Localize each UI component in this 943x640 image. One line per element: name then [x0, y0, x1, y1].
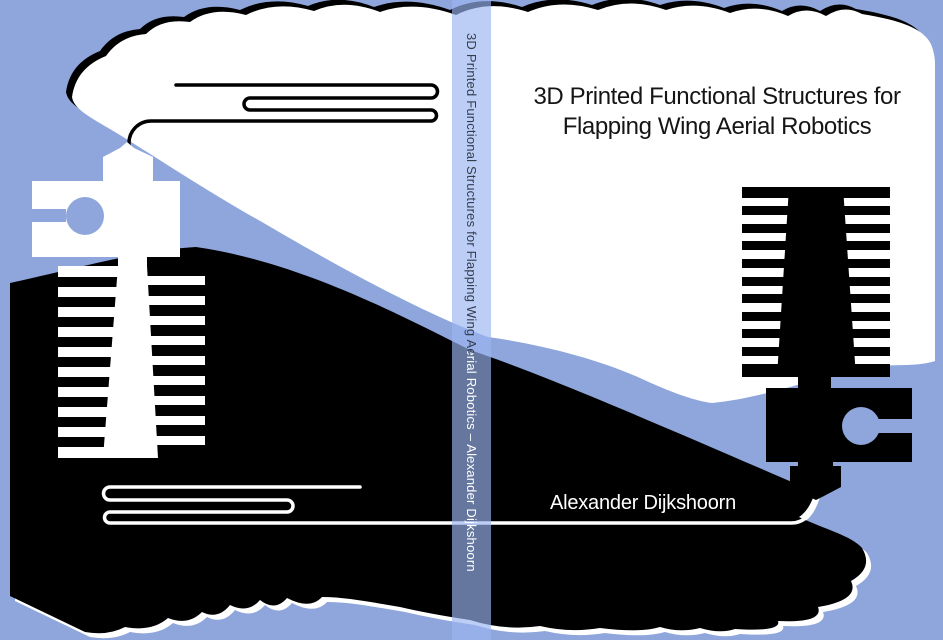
bottom-meander-trace: [101, 485, 817, 525]
right-heatsink-column: [777, 187, 856, 377]
right-neck: [798, 377, 831, 388]
spine: [452, 0, 491, 640]
left-block-hole: [66, 197, 104, 235]
left-nozzle: [103, 142, 153, 182]
cover-title-line1: 3D Printed Functional Structures for: [533, 83, 901, 110]
left-block-slot: [32, 209, 66, 222]
right-block-slot: [877, 419, 912, 433]
left-neck: [118, 257, 147, 266]
right-nozzle: [790, 462, 841, 500]
right-block-hole: [842, 407, 880, 445]
top-meander-trace: [127, 83, 440, 148]
left-heatsink-fins-left: [58, 266, 130, 458]
cover-title-line2: Flapping Wing Aerial Robotics: [562, 113, 872, 140]
cover-title: 3D Printed Functional Structures for Fla…: [497, 82, 937, 142]
right-hotend-icon: [742, 187, 912, 500]
author-name: Alexander Dijkshoorn: [549, 492, 737, 514]
left-heatsink-fins-right: [130, 276, 205, 445]
left-hotend-icon: [32, 142, 205, 458]
